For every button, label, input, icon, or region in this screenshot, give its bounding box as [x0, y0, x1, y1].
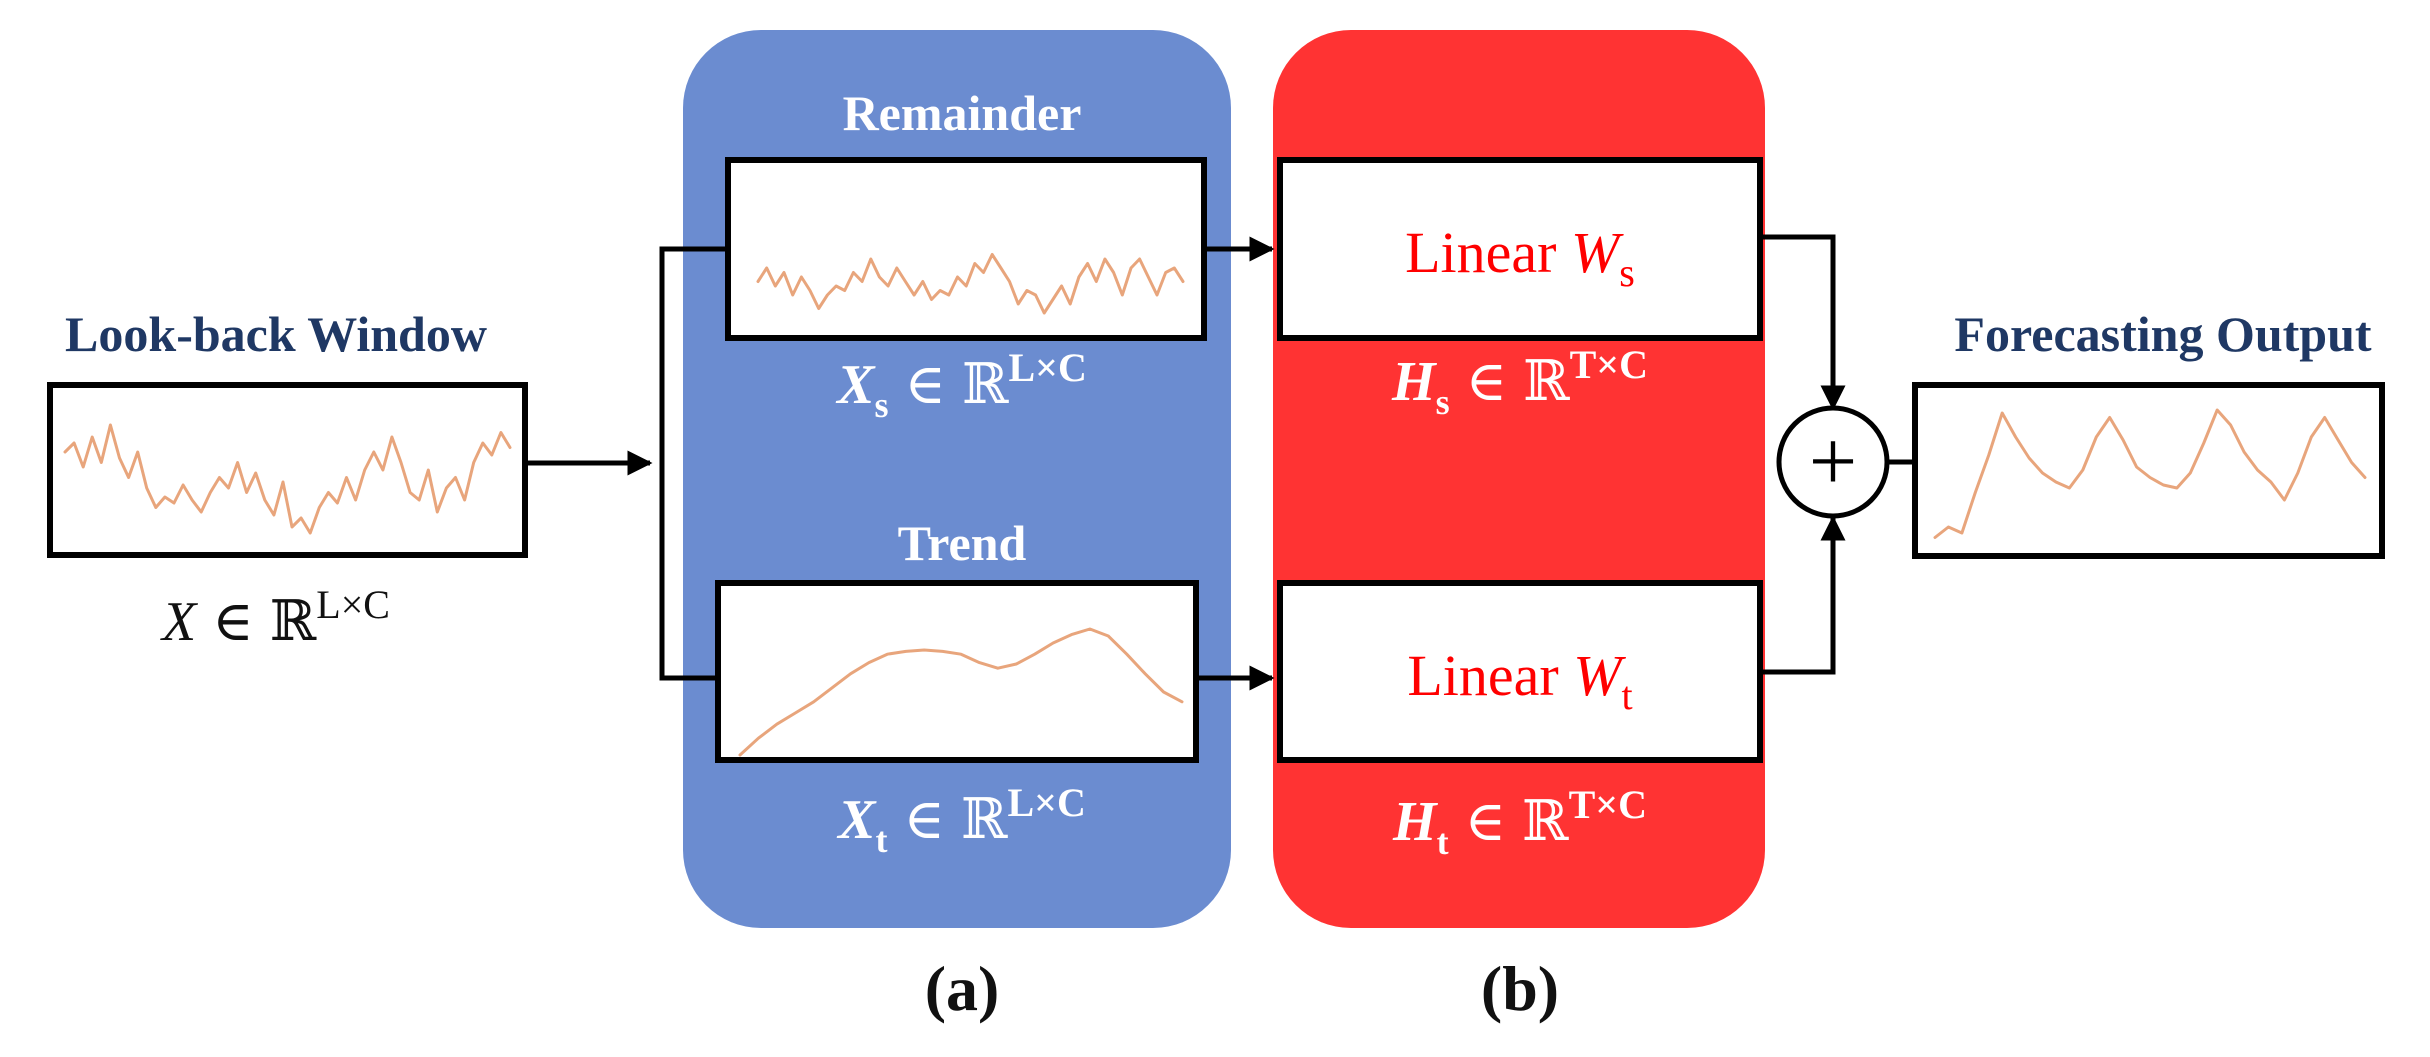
plus-icon: +	[1809, 413, 1858, 509]
panel-a-label: (a)	[925, 953, 1000, 1024]
remainder-box	[725, 157, 1207, 341]
arrow-wt-to-sum	[1760, 515, 1846, 675]
forecasting-output-title: Forecasting Output	[1954, 306, 2371, 362]
linear-wt-label: Linear Wt	[1407, 643, 1632, 718]
remainder-title: Remainder	[843, 85, 1082, 141]
remainder-symbol: Xs∈ℝL×C	[835, 345, 1087, 425]
trend-series-line	[738, 627, 1184, 757]
input-symbol: X∈ℝL×C	[160, 582, 390, 653]
forecast-series-line	[1933, 408, 2367, 539]
hs-symbol: Hs∈ℝT×C	[1391, 342, 1648, 422]
linear-wt-box	[1277, 580, 1763, 763]
ht-symbol: Ht∈ℝT×C	[1392, 782, 1647, 862]
split-connector	[659, 246, 728, 681]
trend-symbol: Xt∈ℝL×C	[836, 780, 1086, 860]
lookback-window-box	[47, 382, 528, 558]
panel-b-label: (b)	[1481, 953, 1559, 1024]
linear-ws-box	[1277, 157, 1763, 341]
forecasting-output-box	[1912, 382, 2385, 559]
linear-ws-label: Linear Ws	[1405, 220, 1635, 295]
arrow-ws-to-sum	[1760, 234, 1846, 411]
lookback-window-title: Look-back Window	[65, 306, 487, 362]
remainder-series-line	[756, 253, 1185, 315]
trend-title: Trend	[898, 515, 1027, 571]
lookback-series-line	[63, 423, 512, 535]
trend-box	[715, 580, 1199, 763]
